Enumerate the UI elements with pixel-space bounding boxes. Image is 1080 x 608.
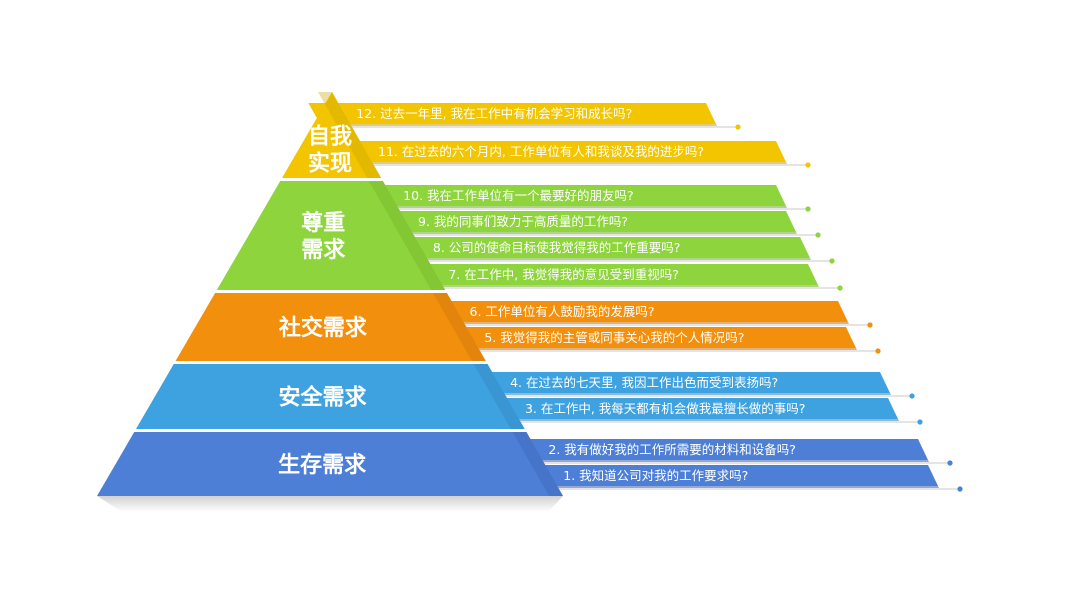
question-text: 9. 我的同事们致力于高质量的工作吗?	[418, 214, 628, 229]
leader-dot	[867, 322, 873, 328]
question-text: 12. 过去一年里, 我在工作中有机会学习和成长吗?	[356, 106, 632, 121]
tier-fill	[135, 364, 525, 429]
question-banner: 6. 工作单位有人鼓励我的发展吗?	[421, 301, 873, 328]
question-text: 5. 我觉得我的主管或同事关心我的个人情况吗?	[484, 330, 744, 345]
question-banner: 3. 在工作中, 我每天都有机会做我最擅长做的事吗?	[476, 398, 923, 425]
question-banner-edge	[367, 206, 787, 208]
question-text: 7. 在工作中, 我觉得我的意见受到重视吗?	[448, 267, 678, 282]
leader-dot	[735, 124, 741, 130]
question-banner: 5. 我觉得我的主管或同事关心我的个人情况吗?	[436, 327, 881, 354]
pyramid-tier: 生存需求	[97, 432, 563, 496]
question-banner-fill	[462, 372, 890, 393]
question-text: 1. 我知道公司对我的工作要求吗?	[563, 468, 748, 483]
question-banner: 1. 我知道公司对我的工作要求吗?	[515, 465, 963, 492]
tier-label: 社交需求	[279, 315, 367, 341]
question-banner-edge	[474, 393, 891, 395]
question-banner: 10. 我在工作单位有一个最要好的朋友吗?	[355, 185, 811, 212]
ground-shadow	[97, 496, 563, 512]
tier-shade	[318, 92, 382, 178]
question-text: 4. 在过去的七天里, 我因工作出色而受到表扬吗?	[510, 375, 778, 390]
question-banner: 8. 公司的使命目标使我觉得我的工作重要吗?	[384, 237, 835, 264]
question-banner: 2. 我有做好我的工作所需要的材料和设备吗?	[500, 439, 953, 466]
question-banner-fill	[330, 141, 786, 162]
tier-fill	[216, 181, 446, 290]
leader-dot	[917, 419, 923, 425]
question-banner: 11. 在过去的六个月内, 工作单位有人和我谈及我的进步吗?	[330, 141, 811, 168]
question-banner-edge	[412, 285, 819, 287]
question-banner: 9. 我的同事们致力于高质量的工作吗?	[370, 211, 821, 238]
question-text: 2. 我有做好我的工作所需要的材料和设备吗?	[548, 442, 796, 457]
tier-fill	[281, 92, 382, 178]
tier-label: 实现	[308, 150, 352, 176]
question-banner-fill	[500, 439, 928, 460]
question-banner-fill	[515, 465, 938, 486]
tier-shade	[512, 432, 563, 496]
question-banners: 12. 过去一年里, 我在工作中有机会学习和成长吗? 11. 在过去的六个月内, …	[308, 103, 963, 492]
question-text: 8. 公司的使命目标使我觉得我的工作重要吗?	[433, 240, 681, 255]
tier-shade	[473, 364, 525, 429]
question-banner-edge	[382, 232, 797, 234]
question-banner-fill	[384, 237, 810, 258]
question-banner-fill	[308, 103, 716, 124]
leader-dot	[875, 348, 881, 354]
leader-dot	[815, 232, 821, 238]
tier-shade	[432, 293, 486, 361]
question-banner-fill	[355, 185, 786, 206]
question-banner: 7. 在工作中, 我觉得我的意见受到重视吗?	[400, 264, 843, 291]
question-banner-fill	[370, 211, 796, 232]
pyramid-shadow	[97, 496, 563, 512]
question-banner-fill	[436, 327, 856, 348]
question-banner-fill	[476, 398, 898, 419]
leader-dot	[837, 285, 843, 291]
tier-label: 需求	[301, 238, 345, 263]
tier-fill	[175, 293, 486, 361]
question-text: 10. 我在工作单位有一个最要好的朋友吗?	[403, 188, 634, 203]
leader-dot	[957, 486, 963, 492]
tier-label: 尊重	[301, 210, 345, 236]
pyramid-tier: 社交需求	[175, 293, 486, 361]
leader-dot	[909, 393, 915, 399]
question-banner: 4. 在过去的七天里, 我因工作出色而受到表扬吗?	[462, 372, 915, 399]
tier-shade	[368, 181, 446, 290]
leader-dot	[829, 258, 835, 264]
question-banner-edge	[527, 486, 939, 488]
tier-fill	[97, 432, 563, 496]
question-banner-edge	[433, 322, 849, 324]
question-text: 11. 在过去的六个月内, 工作单位有人和我谈及我的进步吗?	[378, 144, 704, 159]
question-banner-edge	[342, 162, 787, 164]
tier-label: 自我	[308, 123, 352, 149]
question-banner-edge	[512, 460, 929, 462]
leader-dot	[805, 162, 811, 168]
question-banner-edge	[488, 419, 899, 421]
question-text: 3. 在工作中, 我每天都有机会做我最擅长做的事吗?	[525, 401, 805, 416]
leader-dot	[947, 460, 953, 466]
question-banner-fill	[400, 264, 818, 285]
question-banner-fill	[421, 301, 848, 322]
question-banner: 12. 过去一年里, 我在工作中有机会学习和成长吗?	[308, 103, 741, 130]
question-banner-edge	[396, 258, 811, 260]
question-banner-edge	[320, 124, 717, 126]
pyramid-tier: 安全需求	[135, 364, 525, 429]
question-banner-edge	[448, 348, 857, 350]
tier-label: 安全需求	[278, 384, 366, 410]
question-text: 6. 工作单位有人鼓励我的发展吗?	[470, 304, 655, 319]
leader-dot	[805, 206, 811, 212]
tier-label: 生存需求	[278, 452, 366, 478]
